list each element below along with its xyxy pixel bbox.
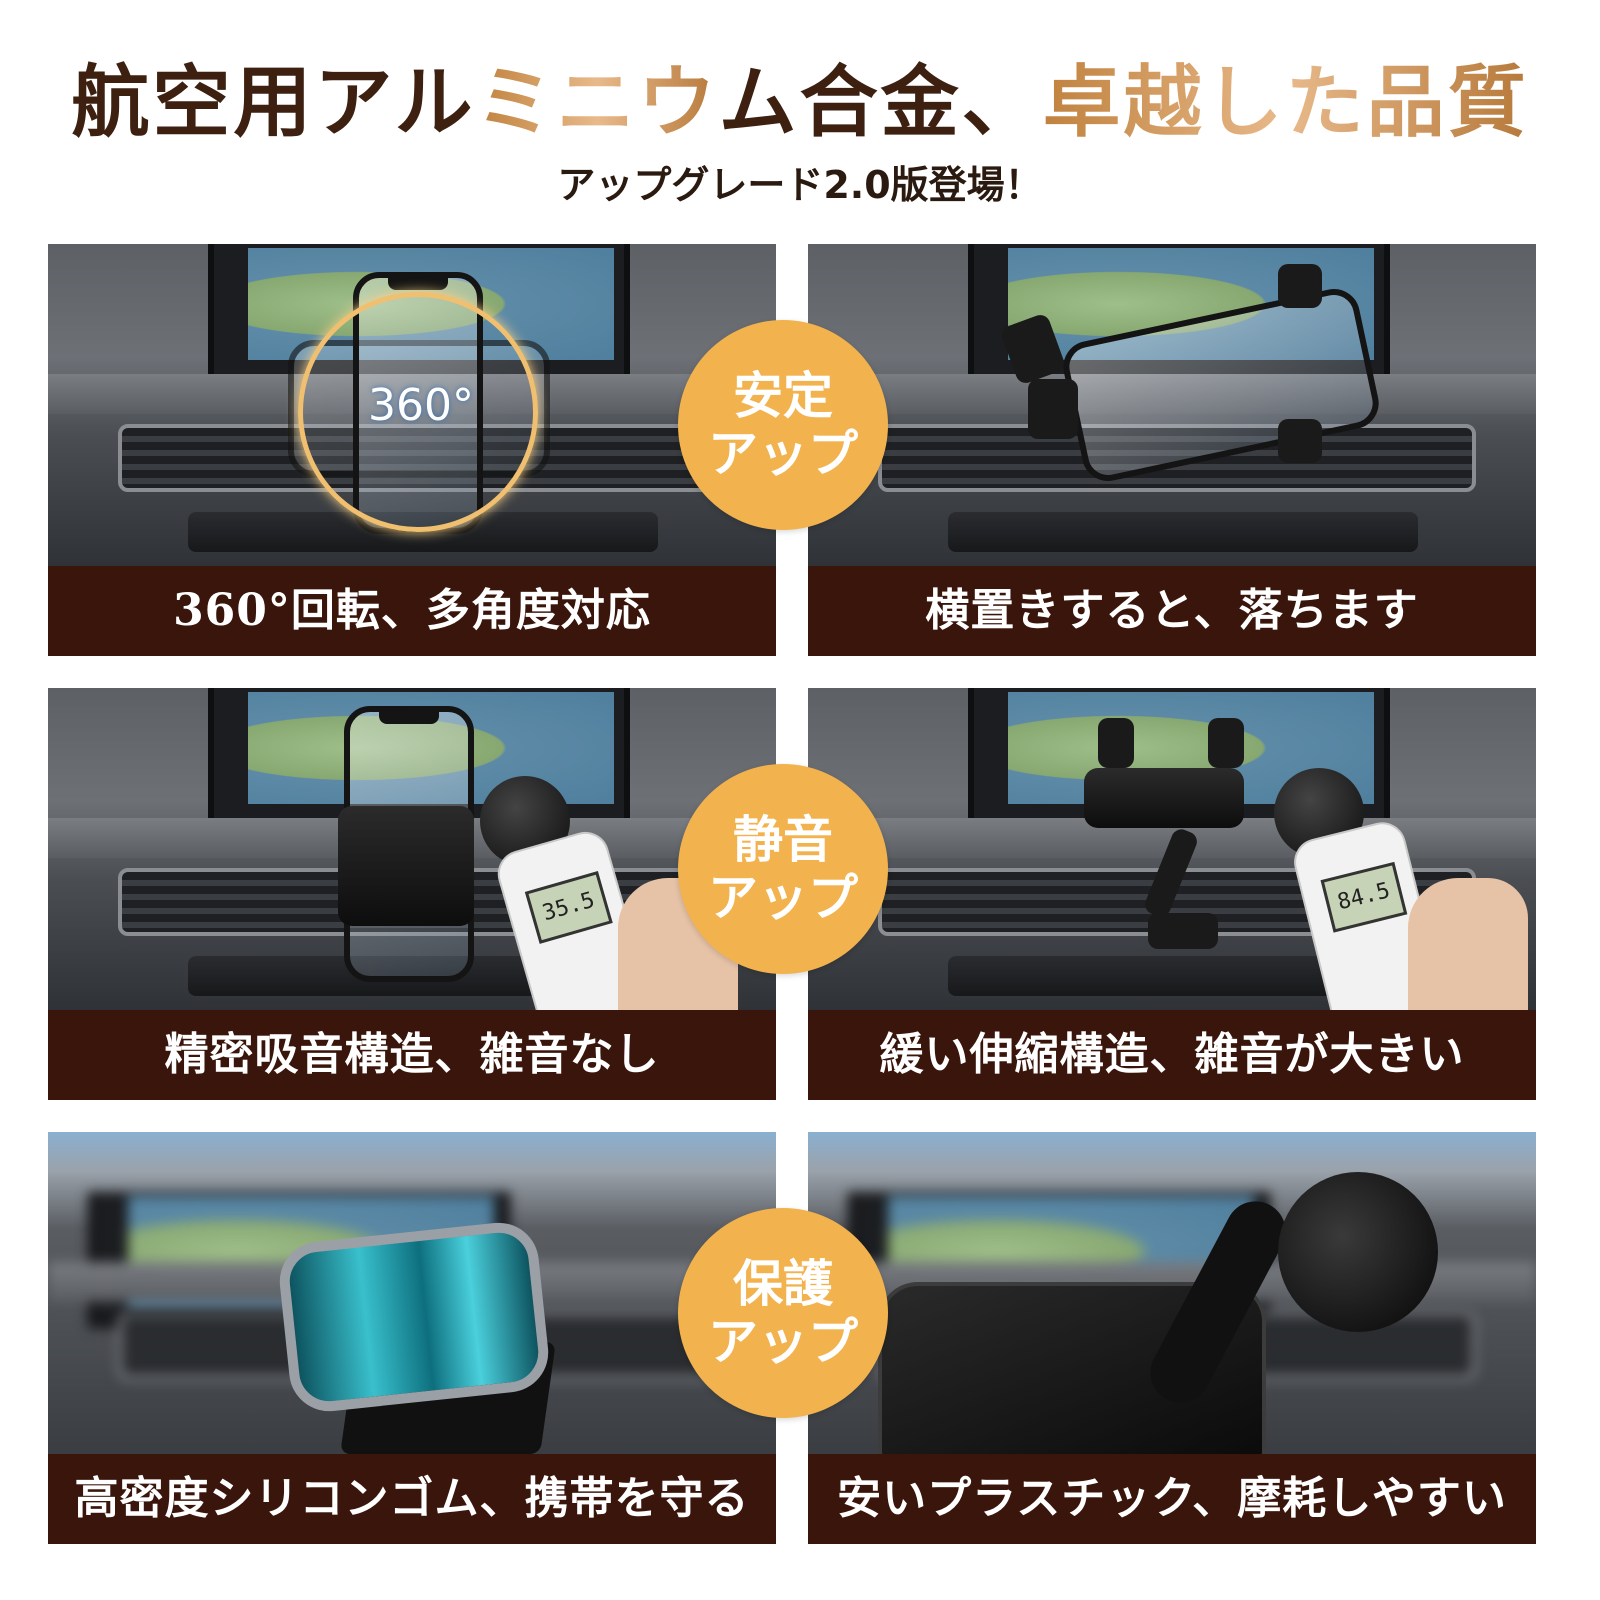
silicone-pad-image <box>275 1218 553 1416</box>
badge-stability: 安定 アップ <box>678 320 888 530</box>
gravity-arm-top <box>1278 264 1322 308</box>
badge-line-1: 静音 <box>733 810 833 869</box>
car-interior-photo: 84.5 <box>808 688 1536 1010</box>
gravity-holder-body <box>1084 768 1244 828</box>
phone-notch <box>388 278 448 290</box>
gravity-arm-left-2 <box>1028 379 1078 439</box>
gravity-arm-top-right <box>1208 718 1244 768</box>
control-panel <box>948 512 1418 552</box>
car-interior-photo <box>808 1132 1536 1454</box>
title-part-3: ム合金、 <box>718 57 1043 148</box>
wireless-charger-holder <box>338 806 474 926</box>
panel-caption: 緩い伸縮構造、雑音が大きい <box>808 1010 1536 1100</box>
hand-image <box>1408 878 1528 1010</box>
gravity-arm-bottom <box>1278 419 1322 463</box>
car-interior-photo: 360° <box>48 244 776 566</box>
panel-caption: 精密吸音構造、雑音なし <box>48 1010 776 1100</box>
panel-caption: 360°回転、多角度対応 <box>48 566 776 656</box>
panel-caption: 安いプラスチック、摩耗しやすい <box>808 1454 1536 1544</box>
badge-silence: 静音 アップ <box>678 764 888 974</box>
title-part-2: ミニウ <box>475 57 719 148</box>
dashboard <box>808 374 1536 414</box>
panel-caption: 横置きすると、落ちます <box>808 566 1536 656</box>
phone-notch <box>379 712 439 724</box>
suction-cup-image <box>1278 1172 1438 1332</box>
panel-landscape-falls: 横置きすると、落ちます <box>808 244 1536 656</box>
gravity-arm-top-left <box>1098 718 1134 768</box>
title-part-4: 卓越した品質 <box>1042 57 1529 148</box>
title-part-1: 航空用アル <box>71 57 476 148</box>
page-title: 航空用アルミニウム合金、卓越した品質 <box>0 58 1600 148</box>
badge-line-1: 保護 <box>733 1254 833 1313</box>
meter-display: 84.5 <box>1320 861 1408 933</box>
car-interior-photo <box>808 244 1536 566</box>
panel-caption: 高密度シリコンゴム、携帯を守る <box>48 1454 776 1544</box>
badge-line-2: アップ <box>708 868 858 927</box>
panel-plastic: 安いプラスチック、摩耗しやすい <box>808 1132 1536 1544</box>
rotation-degree-label: 360° <box>368 380 474 431</box>
rotation-ring-icon <box>298 292 538 532</box>
badge-line-1: 安定 <box>733 366 833 425</box>
car-interior-photo: 35.5 <box>48 688 776 1010</box>
panel-noisy: 84.5 緩い伸縮構造、雑音が大きい <box>808 688 1536 1100</box>
gravity-arm-bottom <box>1148 913 1218 949</box>
air-vent <box>878 424 1476 492</box>
meter-display: 35.5 <box>524 871 613 944</box>
panel-silent: 35.5 精密吸音構造、雑音なし <box>48 688 776 1100</box>
badge-protection: 保護 アップ <box>678 1208 888 1418</box>
panel-silicone: 高密度シリコンゴム、携帯を守る <box>48 1132 776 1544</box>
panel-rotation: 360° 360°回転、多角度対応 <box>48 244 776 656</box>
badge-line-2: アップ <box>708 424 858 483</box>
page-subtitle: アップグレード2.0版登場！ <box>557 163 1043 207</box>
car-interior-photo <box>48 1132 776 1454</box>
badge-line-2: アップ <box>708 1312 858 1371</box>
